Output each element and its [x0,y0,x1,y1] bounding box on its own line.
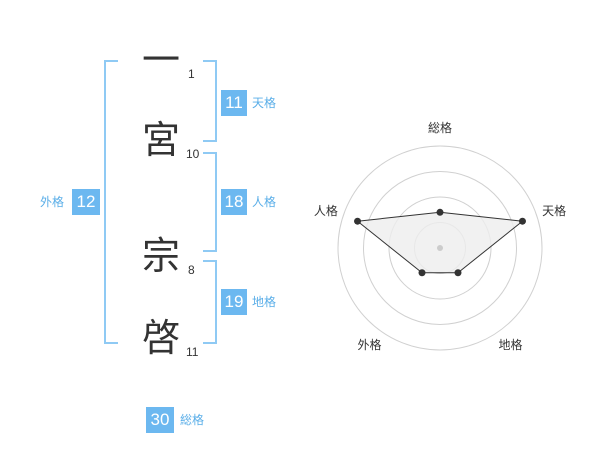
radar-axis-label-2: 天格 [542,203,566,218]
jinkaku-value-badge: 18 [221,189,247,215]
chikaku-bracket [203,260,217,344]
chikaku-label: 地格 [252,295,277,309]
tenkaku-value-badge: 11 [221,90,247,116]
radar-axis-label-5: 人格 [314,203,338,218]
name-char-2: 宮 [141,118,180,162]
gaikaku-label: 外格 [40,195,65,209]
radar-point-2 [518,217,526,225]
radar-axis-label-4: 外格 [357,337,381,352]
radar-point-3 [454,269,462,277]
name-char-3: 宗 [141,234,180,278]
tenkaku-bracket [203,60,217,142]
tenkaku-label: 天格 [252,96,277,110]
radar-point-5 [354,217,362,225]
stroke-count-4: 11 [186,345,199,359]
stroke-count-3: 8 [188,263,195,277]
soukaku-value-badge: 30 [146,407,174,433]
jinkaku-bracket [203,152,217,252]
soukaku-label: 総格 [180,413,205,427]
radar-point-4 [418,269,426,277]
gaikaku-bracket [104,60,118,344]
radar-ring [363,171,517,325]
stroke-count-1: 1 [188,67,195,81]
radar-ring [388,196,492,300]
radar-axis-label-3: 地格 [499,337,523,352]
radar-axis-label-1: 総格 [428,120,452,135]
gaikaku-value-badge: 12 [72,189,100,215]
stroke-count-2: 10 [186,147,200,161]
chikaku-value-badge: 19 [221,289,247,315]
jinkaku-label: 人格 [252,195,277,209]
radar-area [356,211,524,274]
name-char-4: 啓 [141,316,180,360]
radar-center-dot [437,245,443,251]
radar-ring [337,145,543,351]
radar-point-1 [436,208,444,216]
name-char-1: 一 [141,38,180,82]
